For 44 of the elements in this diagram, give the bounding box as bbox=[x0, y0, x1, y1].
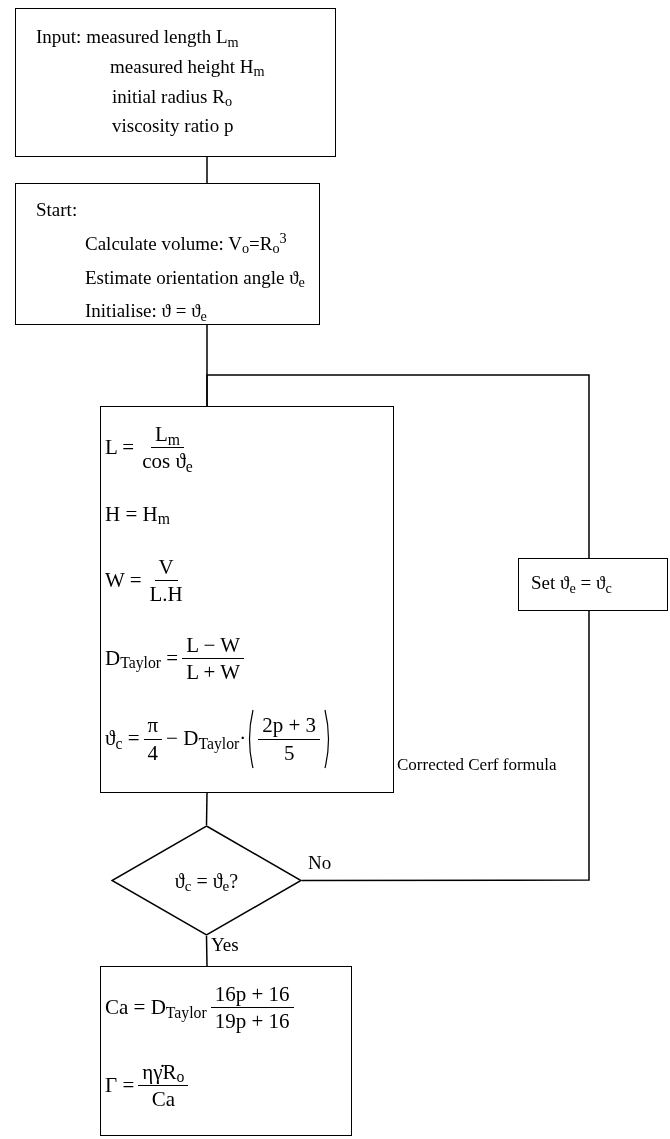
fraction-denominator: 19p + 16 bbox=[213, 1008, 291, 1035]
connector-line bbox=[205, 935, 208, 967]
fraction-numerator: 2p + 3 bbox=[258, 712, 321, 740]
edge-label: No bbox=[308, 853, 332, 872]
formula-text: − D$_{Taylor}$· bbox=[166, 725, 247, 755]
fraction-denominator: cos ϑ$_{e}$ bbox=[141, 448, 194, 475]
edge-label: Yes bbox=[211, 935, 239, 954]
box-text: viscosity ratio p bbox=[112, 115, 234, 137]
fraction-numerator: 16p + 16 bbox=[210, 981, 294, 1009]
process-box bbox=[100, 406, 394, 793]
formula-text: D$_{Taylor}$ = bbox=[105, 644, 179, 674]
process-box bbox=[518, 558, 668, 611]
connector-line bbox=[206, 374, 590, 559]
formula-text: H = H$_{m}$ bbox=[105, 500, 170, 530]
box-text: Initialise: ϑ = ϑ$_{e}$ bbox=[85, 300, 207, 322]
box-text: Estimate orientation angle ϑ$_{e}$ bbox=[85, 266, 305, 288]
process-box bbox=[100, 966, 352, 1136]
fraction-denominator: 5 bbox=[282, 739, 296, 766]
process-box bbox=[15, 183, 320, 325]
formula-text: Γ = bbox=[105, 1071, 135, 1099]
box-text: measured height H$_{m}$ bbox=[110, 55, 265, 77]
decision-text: ϑ$_{c}$ = ϑ$_{e}$? bbox=[174, 868, 239, 896]
box-text: initial radius R$_{o}$ bbox=[112, 85, 233, 107]
connector-line bbox=[206, 156, 208, 184]
formula-text: W = bbox=[105, 567, 142, 594]
box-text: Input: measured length L$_{m}$ bbox=[36, 26, 239, 47]
connector-line bbox=[301, 610, 590, 882]
formula-note: Corrected Cerf formula bbox=[397, 754, 557, 776]
connector-line bbox=[205, 792, 208, 826]
fraction-denominator: 4 bbox=[146, 739, 160, 766]
fraction-numerator: V bbox=[154, 554, 178, 582]
process-box bbox=[15, 8, 336, 157]
fraction-numerator: L$_{m}$ bbox=[150, 421, 184, 449]
fraction-denominator: L.H bbox=[148, 581, 184, 608]
fraction-numerator: π bbox=[143, 712, 163, 740]
fraction-numerator: ηγ̇R$_{o}$ bbox=[138, 1058, 189, 1086]
formula-text: Ca = D$_{Taylor}$ bbox=[105, 994, 207, 1024]
box-text: Set ϑ$_{e}$ = ϑ$_{c}$ bbox=[531, 572, 612, 593]
formula-text: L = bbox=[105, 434, 135, 461]
fraction-denominator: L + W bbox=[185, 658, 241, 685]
fraction-numerator: L − W bbox=[182, 631, 244, 659]
box-text: Start: bbox=[36, 199, 78, 220]
formula-text: ϑ$_{c}$ = bbox=[105, 725, 140, 755]
fraction-denominator: Ca bbox=[150, 1085, 176, 1112]
